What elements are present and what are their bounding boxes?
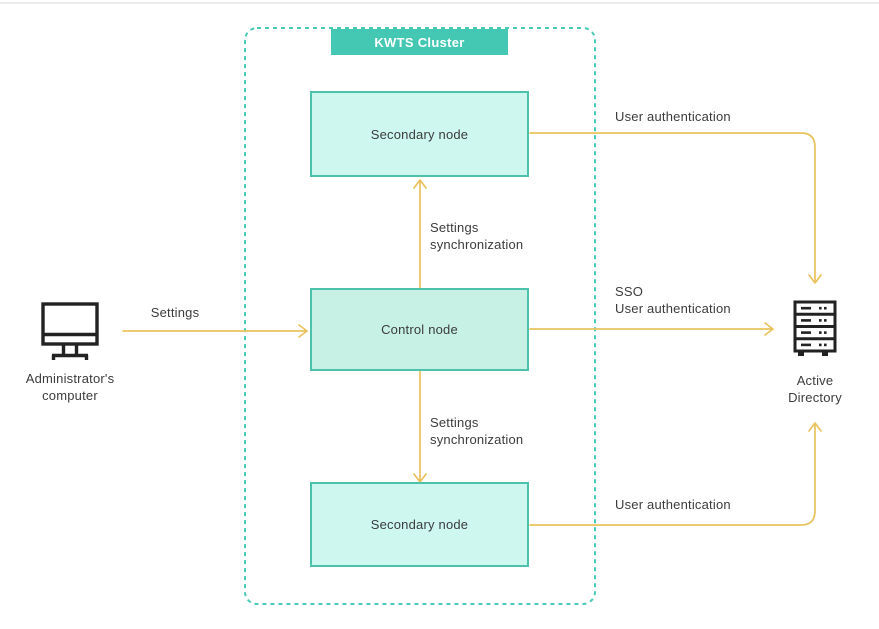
settings-edge-label: Settings (150, 305, 200, 320)
user-auth-bottom-edge-label: User authentication (615, 497, 731, 512)
monitor-icon (41, 302, 99, 360)
sync-top-edge-label: Settings synchronization (430, 220, 524, 252)
kwts-cluster-label: KWTS Cluster (331, 29, 508, 55)
kwts-cluster-border (244, 27, 596, 605)
sync-bottom-arrow (413, 370, 427, 483)
control-node-label: Control node (381, 322, 458, 337)
server-icon (793, 300, 837, 356)
sso-arrow (529, 322, 774, 336)
sync-top-arrow (413, 179, 427, 289)
active-directory-label: Active Directory (788, 373, 842, 405)
settings-arrow (122, 324, 308, 338)
secondary-node-top-label: Secondary node (370, 126, 469, 142)
admin-computer-label: Administrator's computer (25, 371, 115, 403)
top-divider-line (0, 2, 879, 4)
secondary-node-bottom: Secondary node (310, 482, 529, 567)
sso-edge-label: SSO User authentication (615, 284, 731, 316)
user-auth-top-edge-label: User authentication (615, 109, 731, 124)
sync-bottom-edge-label: Settings synchronization (430, 415, 524, 447)
control-node: Control node (310, 288, 529, 371)
secondary-node-bottom-label: Secondary node (370, 517, 469, 532)
secondary-node-top: Secondary node (310, 91, 529, 177)
user-auth-bottom-arrow (529, 422, 822, 526)
user-auth-top-arrow (529, 132, 822, 284)
